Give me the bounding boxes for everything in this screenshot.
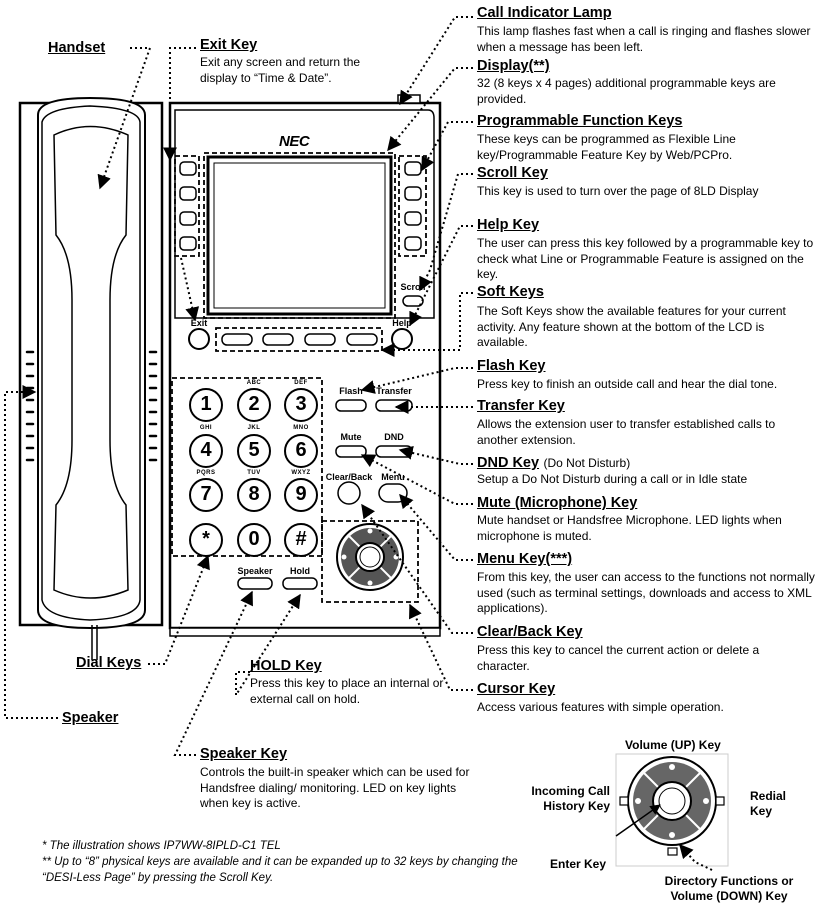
callout-desc: 32 (8 keys x 4 pages) additional program…	[477, 76, 776, 106]
callout-title: Scroll Key	[477, 165, 548, 181]
callout-desc: This lamp flashes fast when a call is ri…	[477, 24, 811, 54]
callout-title: Soft Keys	[477, 284, 544, 300]
clear-back-key-label: Clear/Back	[325, 472, 373, 482]
callout-title: Menu Key(***)	[477, 551, 573, 567]
callout-title-row: DND Key (Do Not Disturb)	[477, 454, 630, 472]
dial-key-hash: #	[295, 528, 307, 550]
highlight-boxes	[171, 152, 427, 603]
dial-key-6: 6	[295, 439, 307, 461]
speaker-key-desc: Controls the built-in speaker which can …	[200, 765, 470, 810]
callout-title: Programmable Function Keys	[477, 113, 683, 129]
dial-key-9: 9	[295, 483, 307, 505]
callout-desc: Press key to finish an outside call and …	[477, 377, 778, 391]
speaker-label: Speaker	[62, 710, 119, 726]
mute-key-label: Mute	[340, 432, 362, 442]
callout-title: DND Key	[477, 455, 540, 471]
handset-label: Handset	[48, 40, 106, 56]
dial-key-1: 1	[200, 393, 212, 415]
callout-title: Clear/Back Key	[477, 624, 583, 640]
dial-letters-5: JKL	[247, 425, 261, 431]
dial-letters-7: PQRS	[196, 470, 216, 476]
exit-key-label: Exit	[190, 318, 208, 328]
transfer-key-label: Transfer	[376, 386, 412, 396]
callout-title: Cursor Key	[477, 681, 556, 697]
callout-desc: The user can press this key followed by …	[477, 236, 814, 281]
dial-key-0: 0	[248, 528, 260, 550]
dial-letters-6: MNO	[293, 425, 309, 431]
speaker-key-title: Speaker Key	[200, 746, 288, 762]
dial-letters-2: ABC	[246, 380, 262, 386]
hold-key-desc: Press this key to place an internal or e…	[250, 676, 444, 706]
dial-key-3: 3	[295, 393, 307, 415]
dial-letters-4: GHI	[199, 425, 213, 431]
dnd-key-label: DND	[384, 432, 404, 442]
callout-desc: This key is used to turn over the page o…	[477, 184, 759, 198]
footnote: ** Up to “8” physical keys are available…	[42, 856, 518, 884]
brand-logo: NEC	[279, 133, 310, 150]
programmable-keys	[179, 161, 422, 251]
callout-title: Mute (Microphone) Key	[477, 495, 638, 511]
callout-desc: From this key, the user can access to th…	[477, 570, 815, 615]
callout-title: Transfer Key	[477, 398, 565, 414]
callout-desc: Access various features with simple oper…	[477, 700, 724, 714]
leader-lines	[4, 16, 473, 756]
dial-letters-8: TUV	[247, 470, 261, 476]
callout-desc: Press this key to cancel the current act…	[477, 643, 760, 673]
callout-desc: Setup a Do Not Disturb during a call or …	[477, 472, 748, 486]
speaker-key-label: Speaker	[237, 566, 273, 576]
callout-desc: The Soft Keys show the available feature…	[477, 304, 786, 349]
callout-desc: These keys can be programmed as Flexible…	[477, 132, 736, 162]
scroll-key-label: Scroll	[400, 282, 426, 292]
cursor-detail-figure	[615, 753, 729, 871]
enter-key-label: Enter Key	[550, 857, 607, 871]
callout-title: Help Key	[477, 217, 540, 233]
dial-keys-label: Dial Keys	[76, 655, 142, 671]
flash-key-label: Flash	[339, 386, 363, 396]
dial-key-5: 5	[248, 439, 260, 461]
dial-key-8: 8	[248, 483, 260, 505]
callout-desc: Mute handset or Handsfree Microphone. LE…	[477, 513, 782, 543]
dial-letters-9: WXYZ	[291, 470, 311, 476]
callout-title: Flash Key	[477, 358, 546, 374]
hold-key-label: Hold	[290, 566, 310, 576]
exit-key-desc: Exit any screen and return the display t…	[200, 55, 361, 85]
hold-key-title: HOLD Key	[250, 658, 322, 674]
callout-note: (Do Not Disturb)	[543, 456, 631, 470]
dial-letters-3: DEF	[294, 380, 308, 386]
help-key-label: Help	[392, 318, 412, 328]
dial-pad	[189, 388, 318, 557]
soft-keys	[221, 333, 378, 346]
callout-title: Display(**)	[477, 58, 550, 74]
exit-key-title: Exit Key	[200, 37, 258, 53]
dial-key-7: 7	[200, 483, 212, 505]
handset	[18, 96, 164, 660]
cursor-pad	[336, 523, 404, 591]
help-key	[391, 328, 413, 350]
footnote: * The illustration shows IP7WW-8IPLD-C1 …	[42, 840, 281, 852]
directory-label: Directory Functions or Volume (DOWN) Key	[664, 874, 794, 903]
redial-label: Redial Key	[750, 789, 787, 818]
dial-key-star: *	[202, 528, 210, 550]
menu-key-label: Menu	[381, 472, 405, 482]
dial-key-2: 2	[248, 393, 260, 415]
exit-key	[188, 328, 210, 350]
volume-up-label: Volume (UP) Key	[625, 738, 721, 752]
callout-desc: Allows the extension user to transfer es…	[477, 417, 776, 447]
dial-key-4: 4	[200, 439, 212, 461]
incoming-call-label: Incoming Call History Key	[531, 784, 610, 813]
callout-title: Call Indicator Lamp	[477, 5, 612, 21]
